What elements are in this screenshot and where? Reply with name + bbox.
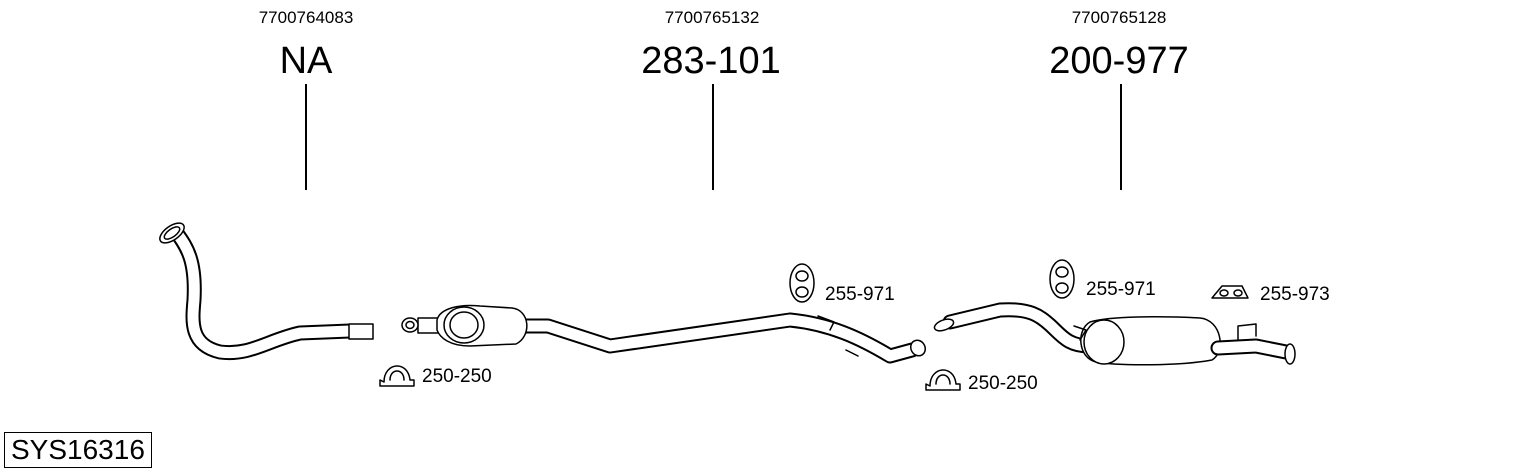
leader-line-3 — [1120, 84, 1122, 190]
clamp-icon[interactable] — [925, 369, 961, 391]
rubber-hanger-icon[interactable] — [789, 263, 815, 303]
part-number-3[interactable]: 200-977 — [1049, 40, 1189, 82]
system-code-box: SYS16316 — [4, 432, 152, 468]
hanger-label-1[interactable]: 255-971 — [825, 284, 895, 305]
oem-number-1: 7700764083 — [258, 8, 354, 27]
part-number-2[interactable]: 283-101 — [641, 40, 781, 82]
hanger-label-2[interactable]: 255-971 — [1086, 279, 1156, 300]
rubber-hanger-icon[interactable] — [1049, 259, 1075, 299]
front-pipe[interactable] — [157, 219, 374, 361]
rubber-mount-icon[interactable] — [1211, 285, 1249, 299]
clamp-label-2[interactable]: 250-250 — [968, 373, 1038, 394]
rear-silencer[interactable] — [933, 302, 1296, 366]
leader-line-2 — [712, 84, 714, 190]
clamp-label-1[interactable]: 250-250 — [422, 366, 492, 387]
clamp-icon[interactable] — [379, 365, 415, 387]
part-number-1[interactable]: NA — [279, 40, 333, 82]
hanger-label-3[interactable]: 255-973 — [1260, 284, 1330, 305]
leader-line-1 — [305, 84, 307, 190]
oem-number-2: 7700765132 — [664, 8, 760, 27]
middle-silencer-pipe[interactable] — [401, 304, 928, 364]
oem-number-3: 7700765128 — [1071, 8, 1167, 27]
